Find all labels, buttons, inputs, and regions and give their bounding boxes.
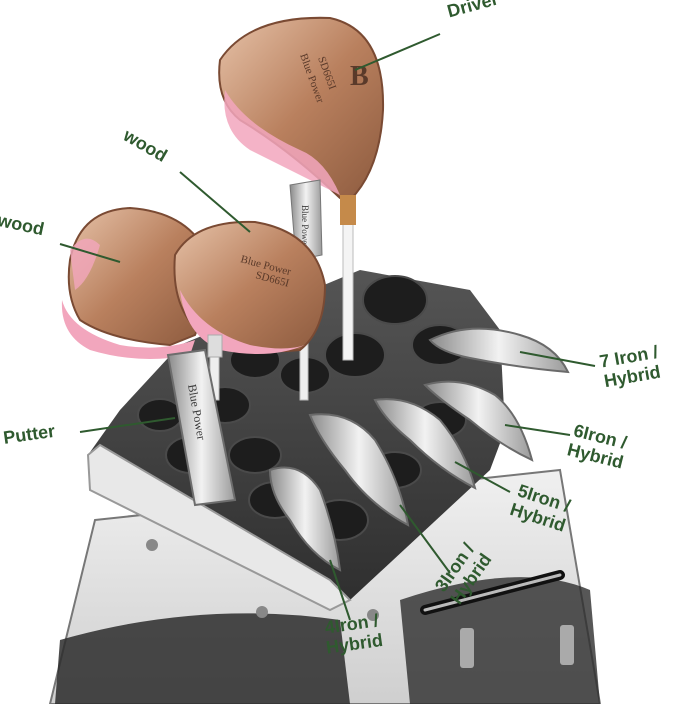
wood-head-upper: Blue Power SD665I (173, 220, 327, 358)
iron-heads (268, 327, 570, 572)
hybrid-brand-engraving: Blue Power (300, 205, 310, 247)
iron-6-head (423, 380, 534, 462)
label-iron-4: 4Iron / Hybrid (322, 610, 384, 657)
iron-7-head (428, 327, 570, 374)
iron-3-head (308, 413, 410, 527)
callout-lines (59, 33, 596, 621)
putter-head: Blue Power (166, 348, 237, 507)
wood-head-left (61, 206, 208, 359)
iron-5-head (373, 398, 477, 490)
driver-head: B Blue Power SD665I (218, 16, 385, 225)
iron-4-head (268, 466, 342, 572)
svg-text:B: B (350, 61, 369, 92)
